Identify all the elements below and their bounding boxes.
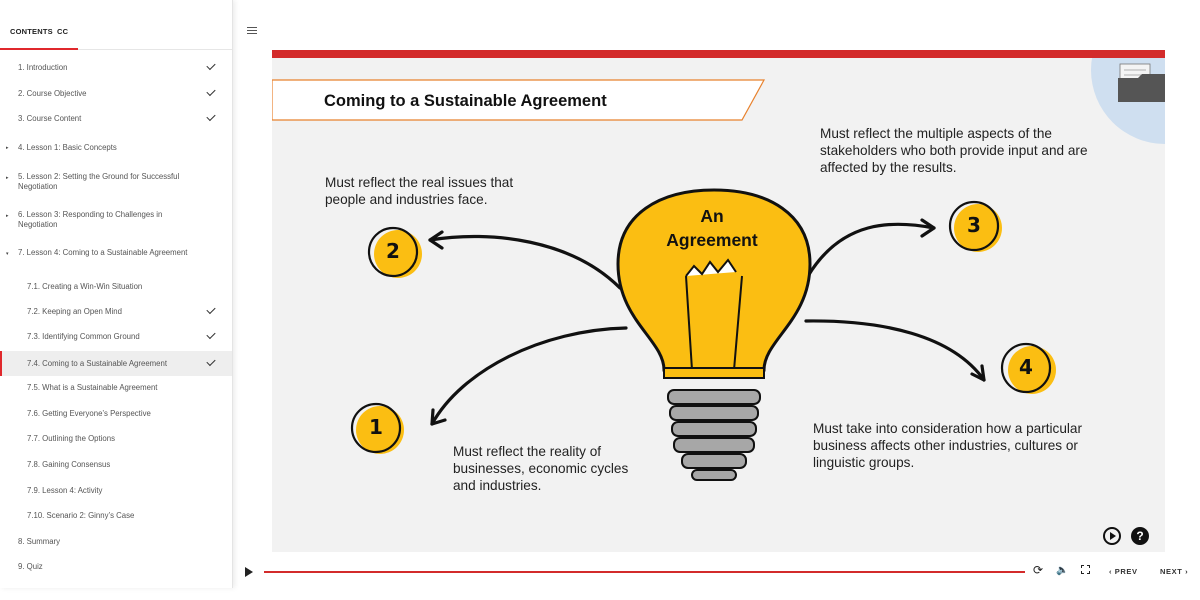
menu-item-label: 7. Lesson 4: Coming to a Sustainable Agr… [18,248,188,257]
menu-item[interactable]: 7.3. Identifying Common Ground [0,329,232,344]
volume-icon[interactable]: 🔈 [1056,565,1069,576]
callout-1: Must reflect the reality of businesses, … [453,444,629,493]
check-icon [206,111,216,122]
menu-item[interactable]: 7.10. Scenario 2: Ginny’s Case [0,509,232,523]
arrow-to-2 [428,234,622,290]
slide-top-bar [272,50,1165,58]
menu-item-label: 7.3. Identifying Common Ground [27,332,140,341]
bulb-text-line-1: An [700,206,724,226]
chevron-left-icon: ‹ [1109,567,1115,576]
slide-title: Coming to a Sustainable Agreement [324,92,607,110]
help-icon[interactable]: ? [1131,527,1149,545]
menu-item-label: 7.5. What is a Sustainable Agreement [27,383,158,392]
hamburger-icon[interactable] [247,27,257,35]
fullscreen-icon[interactable] [1081,565,1090,574]
menu-item-label: 7.8. Gaining Consensus [27,460,111,469]
prev-button[interactable]: ‹ PREV [1109,567,1138,576]
menu-item[interactable]: 5. Lesson 2: Setting the Ground for Succ… [0,168,232,196]
menu-item-label: 8. Summary [18,537,61,546]
slide-illustration [272,50,1165,481]
menu-item[interactable]: 7. Lesson 4: Coming to a Sustainable Agr… [0,244,232,272]
caret-right-icon[interactable]: ▸ [6,145,9,151]
active-tab-indicator [0,48,78,50]
replay-icon[interactable] [1103,527,1121,545]
menu-item[interactable]: 7.7. Outlining the Options [0,432,232,446]
menu-item-label: 7.4. Coming to a Sustainable Agreement [27,358,167,368]
progress-fill [264,571,1025,573]
menu-item-label: 1. Introduction [18,63,68,72]
folder-decoration-icon [1091,50,1165,144]
menu-item-label: 7.10. Scenario 2: Ginny’s Case [27,511,135,520]
arrow-to-4 [804,319,986,382]
menu-item[interactable]: 7.1. Creating a Win-Win Situation [0,280,232,294]
chevron-right-icon: › [1182,567,1189,576]
menu-item-label: 6. Lesson 3: Responding to Challenges in… [18,210,163,229]
bulb-text-line-2: Agreement [666,230,758,250]
menu-item-label: 7.6. Getting Everyone’s Perspective [27,409,151,418]
menu-item-label: 5. Lesson 2: Setting the Ground for Succ… [18,172,180,191]
menu-item-label: 7.7. Outlining the Options [27,434,115,443]
caret-down-icon[interactable]: ▾ [6,251,9,257]
number-2: 2 [386,239,400,263]
tab-contents[interactable]: CONTENTS [10,27,53,36]
number-4: 4 [1019,355,1033,379]
callout-2: Must reflect the real issues that people… [325,175,514,207]
reload-icon[interactable]: ⟳ [1033,563,1044,577]
title-banner [272,79,766,121]
menu-item-label: 7.2. Keeping an Open Mind [27,307,122,316]
tab-cc[interactable]: CC [57,27,69,36]
next-button[interactable]: NEXT › [1160,567,1188,576]
progress-bar[interactable] [264,571,1025,573]
number-1: 1 [369,415,383,439]
menu-item[interactable]: 3. Course Content [0,111,232,127]
menu-item-label: 4. Lesson 1: Basic Concepts [18,143,117,152]
caret-right-icon[interactable]: ▸ [6,175,9,181]
number-3: 3 [967,213,981,237]
caret-right-icon[interactable]: ▸ [6,213,9,219]
menu-item-label: 3. Course Content [18,114,82,123]
play-icon[interactable] [245,567,253,577]
check-icon [206,86,216,97]
menu-item[interactable]: 7.6. Getting Everyone’s Perspective [0,407,232,421]
menu-item[interactable]: 8. Summary [0,535,232,549]
slide-stage: Coming to a Sustainable Agreement An Agr… [272,50,1165,552]
arrows [428,218,986,426]
number-badges [350,200,1056,454]
menu-item-label: 2. Course Objective [18,89,87,98]
menu-item[interactable]: 2. Course Objective [0,86,232,102]
arrow-to-1 [430,326,628,426]
check-icon [206,60,216,71]
menu-item[interactable]: 7.4. Coming to a Sustainable Agreement [0,351,232,376]
menu-item[interactable]: 7.9. Lesson 4: Activity [0,484,232,498]
menu-item-label: 7.9. Lesson 4: Activity [27,486,103,495]
menu-item[interactable]: 7.2. Keeping an Open Mind [0,304,232,319]
menu-item[interactable]: 4. Lesson 1: Basic Concepts ▸ [0,138,232,158]
menu-item[interactable]: 1. Introduction [0,60,232,76]
menu-item[interactable]: 6. Lesson 3: Responding to Challenges in… [0,206,232,234]
menu-item-label: 7.1. Creating a Win-Win Situation [27,282,143,291]
sidebar-tabs: CONTENTS CC [0,0,232,50]
prev-label: PREV [1114,567,1138,576]
next-label: NEXT [1160,567,1183,576]
contents-sidebar: CONTENTS CC 1. Introduction 2. Course Obj… [0,0,233,588]
callout-3: Must reflect the multiple aspects of the… [820,126,1088,175]
lightbulb-icon [616,188,812,481]
menu-item[interactable]: 9. Quiz [0,560,232,574]
callout-4: Must take into consideration how a parti… [813,421,1082,470]
menu-item[interactable]: 7.8. Gaining Consensus [0,458,232,472]
menu-item[interactable]: 7.5. What is a Sustainable Agreement [0,381,232,395]
menu-item-label: 9. Quiz [18,562,43,571]
arrow-to-3 [806,222,936,278]
